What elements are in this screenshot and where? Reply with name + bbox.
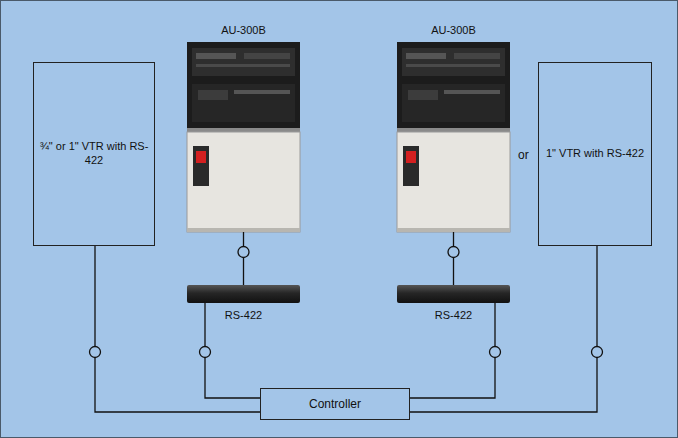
cable-line [243, 232, 244, 285]
node-text: 1" VTR with RS-422 [546, 147, 644, 161]
node-text: RS-422 [187, 309, 300, 323]
cable-line [453, 232, 454, 285]
node-text: ¾" or 1" VTR with RS-422 [38, 140, 150, 168]
au-300b-illustration [187, 42, 300, 232]
plug-symbol [490, 347, 501, 358]
connector-plugs [90, 247, 603, 358]
vtr-box: 1" VTR with RS-422 [538, 62, 652, 246]
plug-symbol [200, 347, 211, 358]
controller-box: Controller [260, 388, 410, 420]
au-300b-illustration [397, 42, 510, 232]
plug-symbol [448, 247, 459, 258]
cable-line [95, 246, 260, 412]
rs-422-interface: RS-422 [397, 285, 510, 303]
plug-symbol [592, 347, 603, 358]
vtr-box: ¾" or 1" VTR with RS-422 [33, 62, 155, 246]
plug-symbol [238, 247, 249, 258]
node-text: AU-300B [187, 24, 300, 38]
au-300b-unit: AU-300B [397, 24, 510, 232]
rs-422-interface: RS-422 [187, 285, 300, 303]
node-text: Controller [309, 397, 361, 412]
plug-symbol [90, 347, 101, 358]
cable-line [410, 246, 597, 412]
node-text: AU-300B [397, 24, 510, 38]
node-text: RS-422 [397, 309, 510, 323]
or-note: or [518, 148, 529, 162]
au-300b-unit: AU-300B [187, 24, 300, 232]
